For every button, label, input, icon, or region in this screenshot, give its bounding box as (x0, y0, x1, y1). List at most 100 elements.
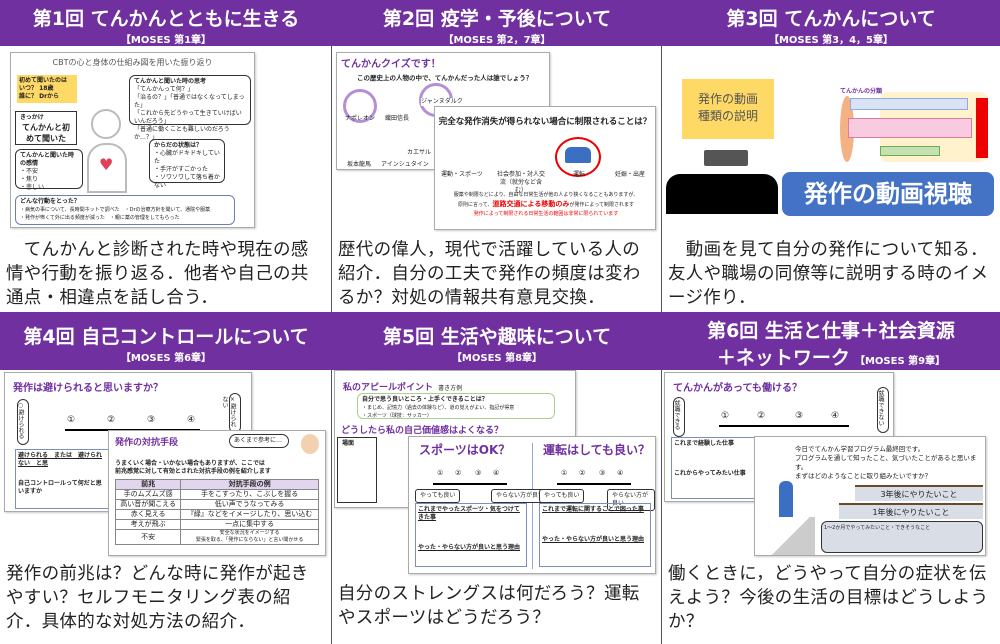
table-cell: 一点に集中する (180, 519, 319, 530)
session-header: 第1回 てんかんとともに生きる 【MOSES 第1章】 (0, 0, 332, 46)
note: 発作によって制限される日常生活の範囲は非常に限られています (473, 211, 619, 217)
session-2: 第2回 疫学・予後について 【MOSES 第2，7章】 てんかんクイズです！ こ… (332, 0, 662, 312)
question: やった・やらない方が良いと思う理由 (418, 544, 521, 551)
session-title: 第1回 てんかんとともに生きる (32, 8, 300, 30)
appeal-subtitle: 書き方例 (438, 385, 463, 392)
table-cell: 手のムズムズ感 (114, 489, 182, 500)
table-cell: 手をこすったり、こぶしを握る (180, 489, 319, 500)
slide-thumbnail: てんかんクイズです！ この歴史上の人物の中で、てんかんだった人は誰でしょう？ ナ… (332, 46, 661, 236)
session-5: 第5回 生活や趣味について 【MOSES 第8章】 私のアピールポイント 書き方… (332, 312, 662, 644)
diagram-title: てんかんの分類 (840, 88, 883, 95)
session-3: 第3回 てんかんについて 【MOSES 第3，4，5章】 発作の動画 種類の説明… (662, 0, 1000, 312)
intro-text: 今日でてんかん学習プログラム最終回です。 プログラムを通して知ったこと、気づいた… (795, 445, 977, 480)
quiz-title: てんかんクイズです！ (341, 59, 441, 70)
back-slide-title: 発作は避けられると思いますか？ (13, 383, 163, 394)
heart-icon: ♥ (99, 155, 114, 174)
scale-point: ③ (795, 411, 804, 421)
scale-point: ② (579, 469, 586, 477)
question: 避けられる または 避けられない と思 (18, 452, 103, 467)
person-label: アインシュタイン (381, 161, 429, 168)
scale-point: ① (721, 411, 730, 421)
table-row: 高い音が聞こえる低い声でうなってみる (114, 499, 319, 510)
session-title: 第2回 疫学・予後について (382, 8, 612, 30)
session-description: 働くときに，どうやって自分の症状を伝えよう？今後の生活の目標はどうしようか？ (668, 564, 989, 632)
actions: ・病気の事について、長時間ネットで調べた ・Drの治療方針を聞いて、通院や服薬 … (20, 207, 211, 221)
doctor-icon (301, 434, 319, 454)
session-description: 発作の前兆は？どんな時に発作が起きやすい？セルフモニタリング表の紹介．具体的な対… (6, 564, 309, 632)
slide-thumbnail: CBTの心と身体の仕組み図を用いた振り返り 初めて聞いたのは いつ？ 18歳 誰… (0, 46, 331, 236)
session-title: 第4回 自己コントロールについて (23, 326, 309, 348)
yellow-box: 初めて聞いたのは いつ？ 18歳 誰に？ Drから (17, 75, 77, 103)
question: やった・やらない方が良いと思う理由 (542, 536, 645, 543)
session-description: 自分のストレングスは何だろう？運転やスポーツはどうだろう？ (338, 584, 640, 628)
driving-title: 運転はしても良い？ (543, 443, 651, 457)
session-chapter: 【MOSES 第3，4，5章】 (768, 35, 894, 46)
audience-silhouette-icon (666, 174, 778, 214)
session-header: 第2回 疫学・予後について 【MOSES 第2，7章】 (332, 0, 662, 46)
table-cell: 赤く見える (114, 509, 182, 520)
restriction-item: 社会参加・対人交流（就労など含む） (497, 171, 546, 194)
employable-label: 就職できる (673, 397, 685, 437)
thought-heading: てんかんと聞いた時の思考 (134, 78, 207, 85)
goal-1-2-months: 1～2か月でやってみたいこと・できそうなこと (821, 521, 983, 553)
scale-point: ④ (493, 469, 500, 477)
appeal-answer: ・まじめ、記憶力（過去の体験など）、道の覚えがよい、指記が得意 ・スポーツ（球技… (362, 405, 515, 419)
session-title: 第6回 生活と仕事＋社会資源 (707, 320, 955, 342)
countermeasure-table: 前兆対抗手段の例 手のムズムズ感手をこすったり、こぶしを握る 高い音が聞こえる低… (114, 479, 319, 545)
scale-point: ② (107, 415, 116, 425)
appeal-title: 私のアピールポイント (343, 383, 434, 393)
scale-point: ① (437, 469, 444, 477)
session-chapter: 【MOSES 第6章】 (120, 353, 212, 364)
table-row: 手のムズムズ感手をこすったり、こぶしを握る (114, 489, 319, 500)
person-label: ナポレオン (345, 115, 376, 122)
ng-label: やらない方が良い (491, 489, 550, 503)
person-label: カエサル (407, 149, 432, 156)
note: が発作によって制限されます (569, 202, 634, 208)
thoughts: 「てんかんって何？」 「治るの？」「普通ではなくなってしまった」 「これから先ど… (134, 86, 245, 141)
session-1: 第1回 てんかんとともに生きる 【MOSES 第1章】 CBTの心と身体の仕組み… (0, 0, 332, 312)
trigger-text: てんかんと初めて聞いた (22, 123, 70, 143)
session-title: 第5回 生活や趣味について (382, 326, 612, 348)
question: これまで運転に関することで困った事 (542, 506, 644, 513)
can-avoid-label: ○避けられる (17, 399, 29, 445)
restriction-item: 運転 (573, 171, 586, 178)
yellow-box: 発作の動画 種類の説明 (682, 79, 774, 139)
car-icon (565, 147, 591, 163)
scale-point: ③ (147, 415, 156, 425)
table-row: 考えが飛ぶ一点に集中する (114, 519, 319, 530)
scale-point: ② (757, 411, 766, 421)
classification-diagram: てんかんの分類 (840, 86, 990, 166)
sports-title: スポーツはOK？ (419, 443, 511, 457)
past-jobs-heading: これまで経験した仕事 (674, 440, 735, 447)
table-cell: 考えが飛ぶ (114, 519, 182, 530)
emotion-heading: てんかんと聞いた時の感情 (20, 152, 75, 167)
speech-bubble: あくまで参考に… (229, 434, 289, 448)
session-title-line2: ＋ネットワーク (716, 347, 850, 369)
scale-point: ② (455, 469, 462, 477)
ok-label: やっても良い (415, 489, 461, 503)
quiz-question: この歴史上の人物の中で、てんかんだった人は誰でしょう？ (357, 74, 533, 82)
note: 服薬や制限などにより、自由な日常生活が他の人より狭くなることもありますが、 (453, 192, 639, 198)
projector-icon (704, 150, 748, 166)
goal-1-year: 1年後にやりたいこと (839, 503, 983, 519)
body-states: ・心臓がドキドキしていた ・手汗がすごかった ・ソワソワして落ち着かない (154, 150, 220, 189)
person-label: 坂本龍馬 (347, 161, 372, 168)
scale-point: ① (561, 469, 568, 477)
slide-thumbnail: 私のアピールポイント 書き方例 自分で思う良いところ・上手くできることは？ ・ま… (332, 370, 661, 580)
scale-point: ④ (617, 469, 624, 477)
trigger-label: きっかけ (20, 114, 44, 121)
session-description: 歴代の偉人，現代で活躍している人の紹介．自分の工夫で発作の頻度は変わるか？対処の… (338, 240, 641, 308)
front-slide-title: 完全な発作消失が得られない場合に制限されることは？ (438, 117, 652, 127)
session-header: 第4回 自己コントロールについて 【MOSES 第6章】 (0, 312, 332, 370)
emotions: ・不安 ・焦り ・悲しい (20, 168, 45, 191)
stairs-icon (765, 517, 815, 555)
table-cell: 低い声でうなってみる (180, 499, 319, 510)
scale-point: ④ (187, 415, 196, 425)
restriction-item: 運動・スポーツ (441, 171, 483, 178)
table-cell: 高い音が聞こえる (114, 499, 182, 510)
scale-point: ① (67, 415, 76, 425)
session-description: てんかんと診断された時や現在の感情や行動を振り返る．他者や自己の共通点・相違点を… (6, 240, 309, 308)
note: 原則に言って、 (458, 202, 493, 208)
ok-label: やっても良い (539, 489, 585, 503)
